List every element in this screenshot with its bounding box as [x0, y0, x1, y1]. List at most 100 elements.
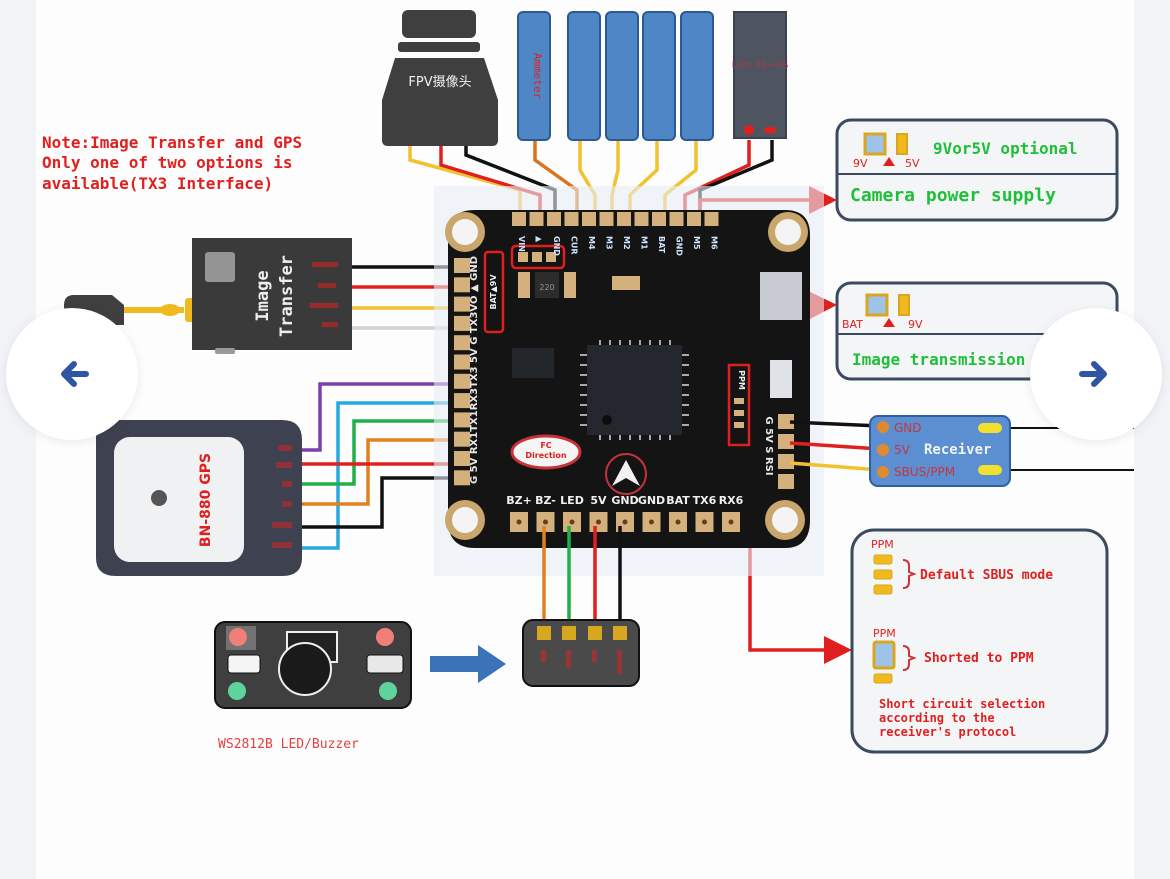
left-pad: [454, 451, 470, 466]
arrow-left-icon: [61, 361, 89, 387]
bottom-pin-label: TX6: [693, 494, 717, 507]
top-pad: [564, 212, 579, 226]
left-pad: [454, 277, 470, 293]
camera-power-title: 9Vor5V optional: [933, 139, 1078, 158]
svg-text:Transfer: Transfer: [277, 255, 297, 337]
left-jumper-label: BAT▲9V: [489, 274, 498, 310]
led-wires: [542, 526, 622, 634]
svg-text:Only one of two options is: Only one of two options is: [42, 153, 292, 172]
svg-text:PPM: PPM: [873, 627, 896, 640]
top-pin-label: M4: [587, 236, 596, 250]
svg-text:Shorted to PPM: Shorted to PPM: [924, 651, 1034, 666]
svg-text:Short circuit selection: Short circuit selection: [879, 697, 1045, 711]
svg-text:9V: 9V: [853, 157, 868, 170]
left-pad: [454, 393, 470, 409]
svg-text:Default SBUS mode: Default SBUS mode: [920, 568, 1053, 583]
top-pad: [547, 212, 561, 226]
left-pad: [454, 470, 470, 486]
svg-text:5V: 5V: [894, 443, 911, 457]
top-pad: [704, 212, 719, 226]
right-pad: [778, 434, 794, 449]
led-buzzer-module: WS2812B LED/Buzzer: [214, 621, 412, 752]
battery: LiPo 2S~6S: [731, 11, 789, 139]
note-text: Note:Image Transfer and GPS Only one of …: [42, 133, 302, 193]
top-pad: [617, 212, 631, 226]
bottom-pin-label: GND: [638, 494, 665, 507]
right-pad: [778, 454, 794, 469]
svg-text:FC: FC: [540, 441, 551, 450]
top-pad: [599, 212, 614, 226]
blue-arrow-icon: [430, 645, 506, 683]
top-pin-label: CUR: [570, 236, 579, 255]
ppm-pads-label: PPM: [737, 370, 746, 390]
right-pad: [778, 414, 794, 429]
top-pad: [512, 212, 526, 226]
svg-text:Direction: Direction: [525, 451, 567, 460]
left-pad: [454, 354, 470, 370]
left-pin-labels: G 5V RX1TX1RX3TX3 5V G TX3VO ▲ GND: [469, 256, 480, 484]
svg-text:BAT: BAT: [842, 318, 863, 331]
camera-power-subtitle: Camera power supply: [850, 185, 1056, 206]
svg-text:SBUS/PPM: SBUS/PPM: [894, 465, 955, 479]
right-pin-labels: G 5V S RSI: [763, 416, 774, 475]
top-pin-label: M3: [605, 236, 614, 250]
left-pad: [454, 296, 470, 312]
svg-text:5V: 5V: [905, 157, 920, 170]
top-pin-label: VIN: [517, 236, 526, 252]
wiring-diagram: FPV摄像头 Ammeter 4motorESC3motorESC2motorE…: [42, 10, 1134, 754]
diagram-canvas: FPV摄像头 Ammeter 4motorESC3motorESC2motorE…: [36, 0, 1134, 879]
left-pad: [454, 315, 470, 331]
top-modules: Ammeter 4motorESC3motorESC2motorESC1moto…: [517, 11, 714, 141]
left-pad: [454, 258, 470, 273]
top-pad: [634, 212, 649, 226]
bottom-pin-label: 5V: [590, 494, 607, 507]
svg-text:220: 220: [539, 283, 554, 292]
led-buzzer-label: WS2812B LED/Buzzer: [218, 737, 359, 752]
gps-wires: [300, 382, 458, 550]
receiver-module: GND 5V SBUS/PPM Receiver: [869, 415, 1011, 487]
flight-controller-board: 220 FC Direction PPM BAT▲9V G 5V RX1TX1R…: [434, 186, 824, 576]
bottom-pin-label: RX6: [719, 494, 744, 507]
left-pad: [454, 412, 470, 428]
left-pad: [454, 373, 470, 389]
svg-text:Note:Image Transfer and GPS: Note:Image Transfer and GPS: [42, 133, 302, 152]
bottom-pin-label: GND: [611, 494, 638, 507]
left-pad: [454, 431, 470, 447]
svg-text:receiver's protocol: receiver's protocol: [879, 725, 1016, 739]
top-pad: [669, 212, 684, 226]
bottom-pin-label: BZ+: [506, 494, 532, 507]
left-pad: [454, 335, 470, 351]
top-pad: [582, 212, 596, 226]
top-pin-label: ▲: [535, 236, 544, 243]
led-connector: [522, 619, 640, 687]
svg-text:available(TX3 Interface): available(TX3 Interface): [42, 174, 273, 193]
image-tx-subtitle: Image transmission: [852, 350, 1025, 369]
battery-label: LiPo 2S~6S: [731, 60, 788, 71]
bottom-pin-label: LED: [560, 494, 584, 507]
previous-image-button[interactable]: [6, 308, 138, 440]
image-transfer-module: Image Transfer: [64, 238, 352, 354]
top-pad: [652, 212, 666, 226]
svg-text:PPM: PPM: [871, 538, 894, 551]
top-pin-label: M2: [622, 236, 631, 250]
camera-label: FPV摄像头: [408, 75, 471, 90]
receiver-label: Receiver: [924, 442, 991, 458]
svg-text:GND: GND: [894, 421, 922, 435]
gps-module: BN-880 GPS: [96, 420, 302, 576]
next-image-button[interactable]: [1030, 308, 1162, 440]
bottom-pin-label: BAT: [666, 494, 690, 507]
top-pin-label: BAT: [657, 236, 666, 254]
top-pin-label: GND: [552, 236, 561, 256]
svg-text:9V: 9V: [908, 318, 923, 331]
svg-text:Image: Image: [253, 270, 273, 321]
arrow-right-icon: [1079, 361, 1107, 387]
ammeter-label: Ammeter: [531, 53, 544, 100]
top-pin-label: M1: [640, 236, 649, 250]
top-pad: [529, 212, 544, 226]
top-pin-label: M5: [692, 236, 701, 250]
bottom-pin-label: BZ-: [535, 494, 556, 507]
svg-text:according to the: according to the: [879, 711, 995, 725]
gps-label: BN-880 GPS: [198, 453, 214, 547]
top-pin-label: M6: [710, 236, 719, 250]
camera-power-box: 9V 5V 9Vor5V optional Camera power suppl…: [835, 118, 1119, 222]
